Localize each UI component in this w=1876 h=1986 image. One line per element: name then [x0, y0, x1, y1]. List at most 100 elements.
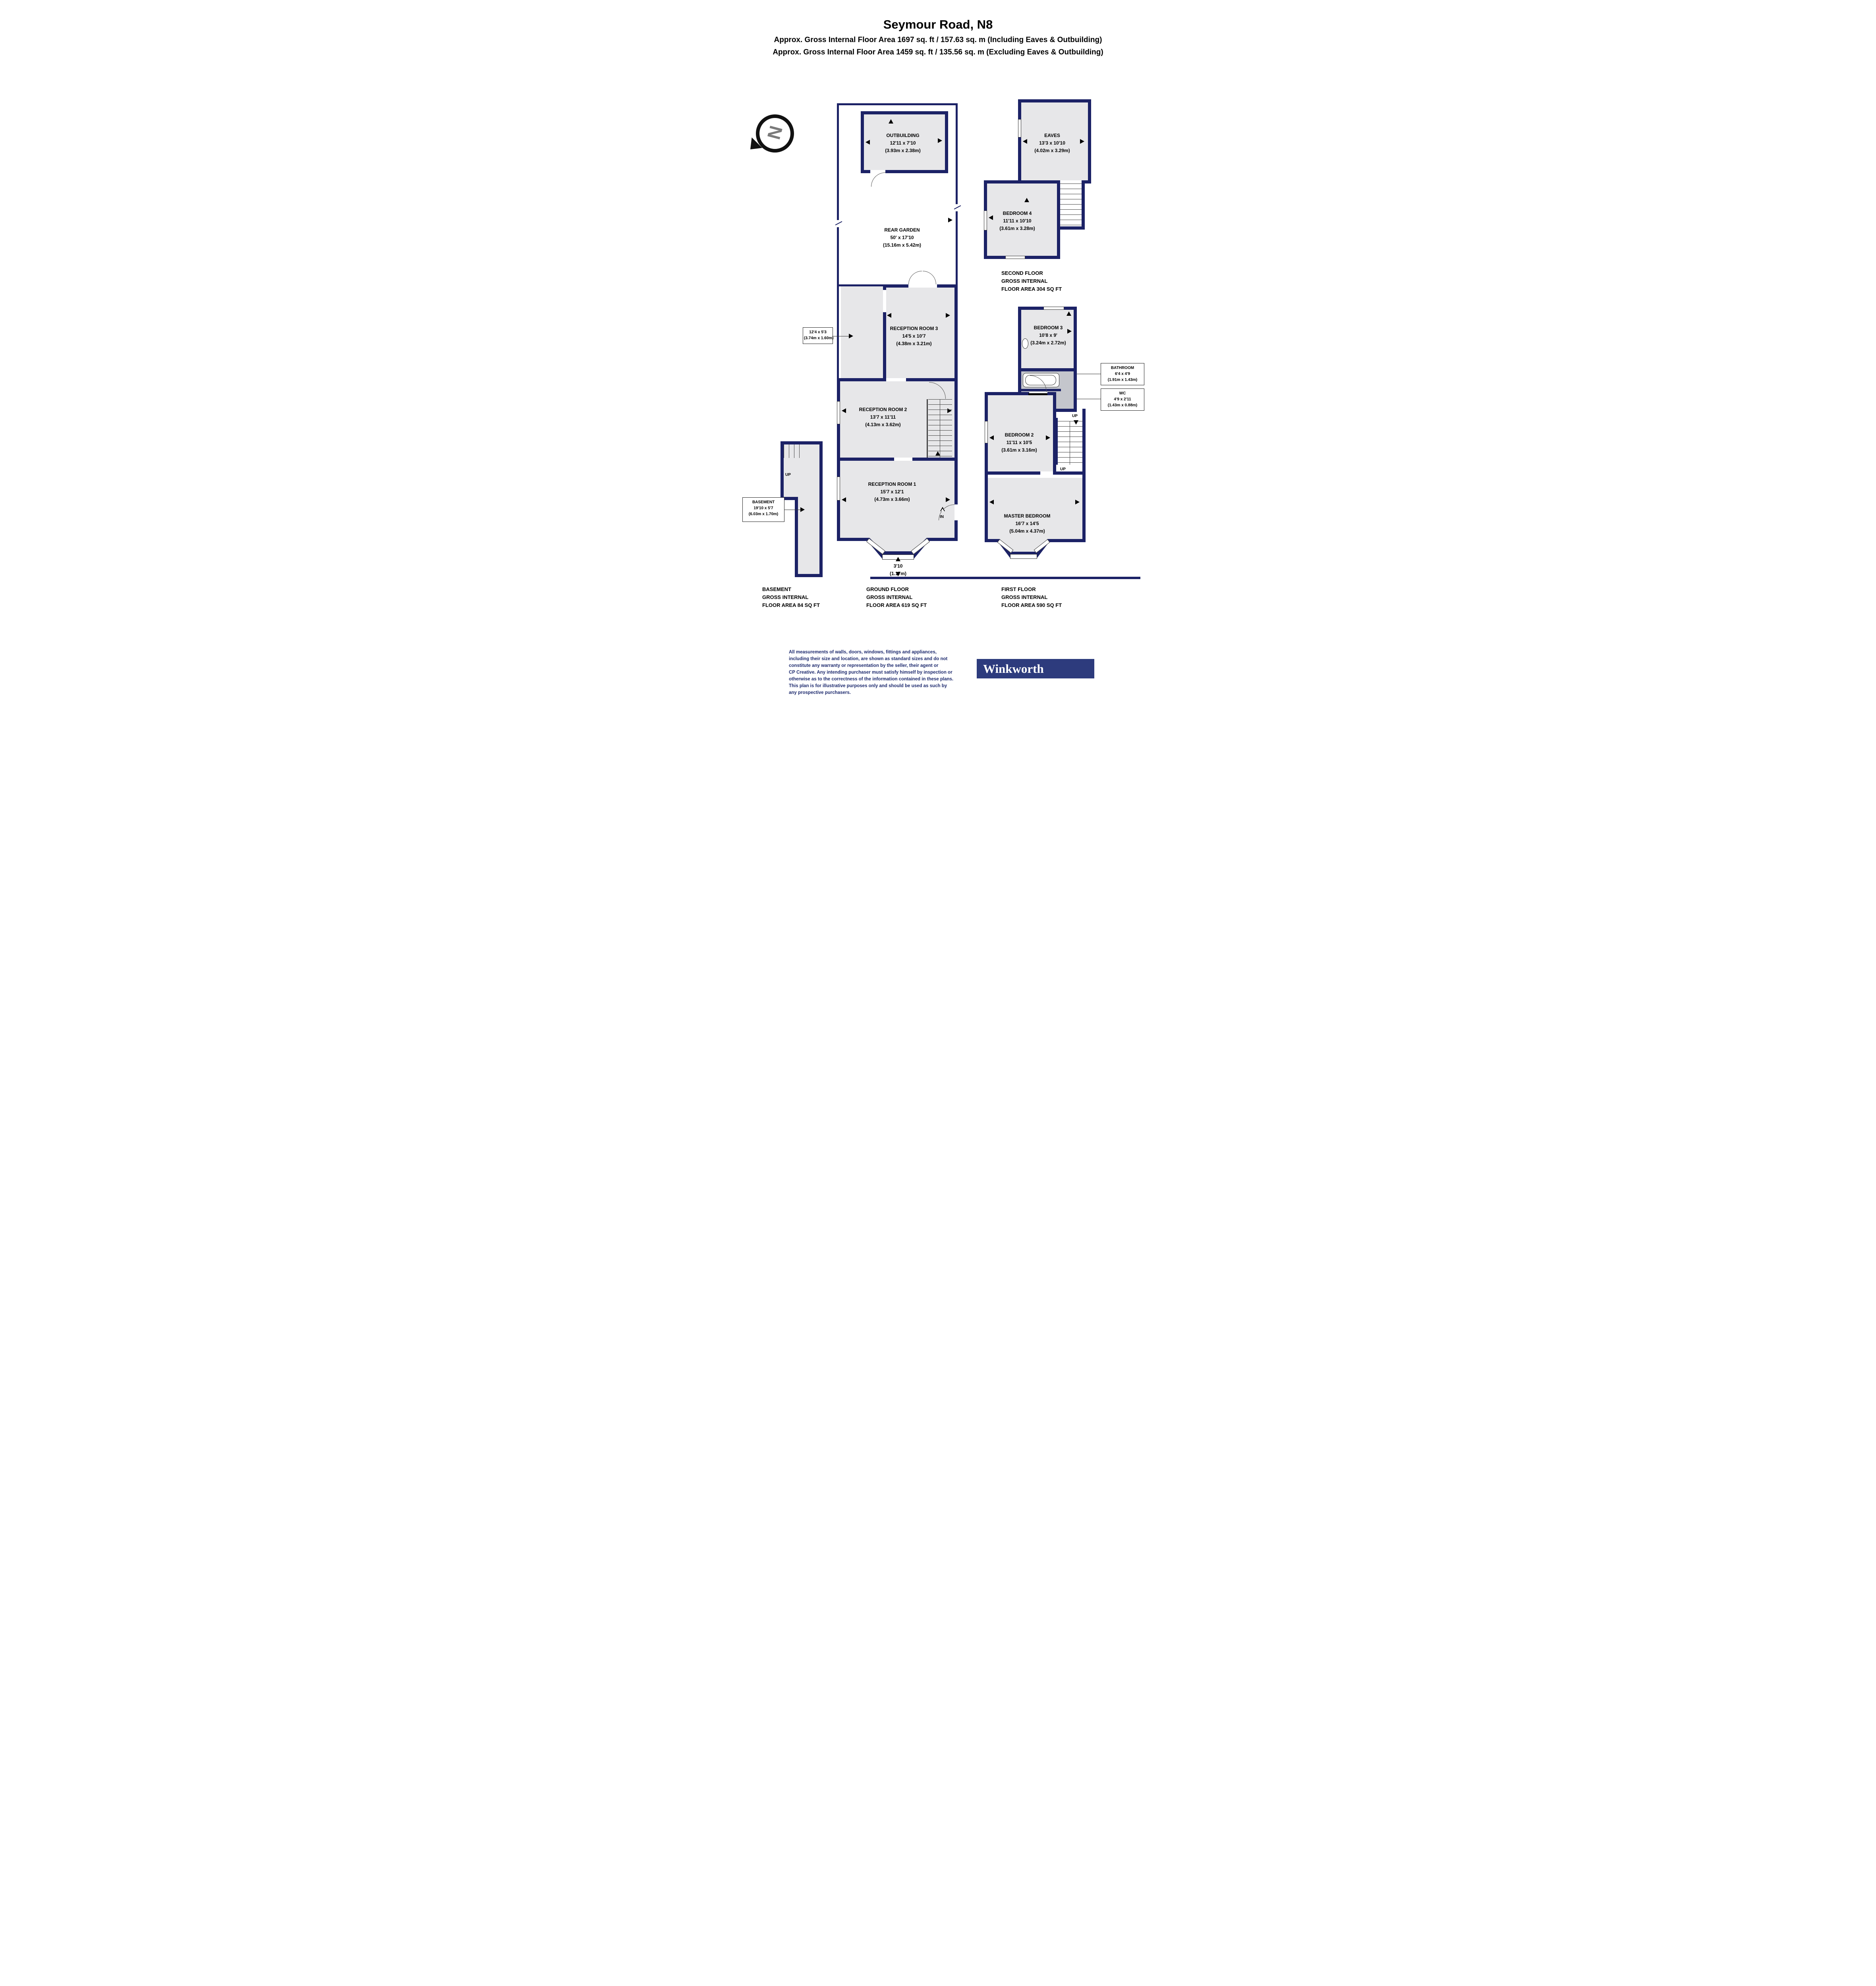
room-name: WC	[1119, 391, 1126, 396]
room-size-metric: (6.03m x 1.70m)	[748, 512, 779, 516]
wall-segment	[837, 103, 839, 381]
staircase	[1058, 421, 1082, 465]
wall-segment	[954, 284, 958, 381]
measure-arrow-icon	[938, 138, 942, 143]
room-label-reception-3: RECEPTION ROOM 3 14'5 x 10'7 (4.38m x 3.…	[890, 325, 938, 348]
bay-window	[996, 539, 1051, 562]
wall-segment	[861, 111, 948, 114]
summary-line: BASEMENT	[762, 586, 791, 592]
room-label-bedroom-4: BEDROOM 4 11'11 x 10'10 (3.61m x 3.28m)	[999, 210, 1035, 232]
stairs-up-label: UP	[1060, 467, 1066, 471]
stair-wall	[927, 399, 928, 458]
room-name: BATHROOM	[1111, 366, 1134, 370]
wall-segment	[985, 539, 1001, 542]
room-size-metric: (3.24m x 2.72m)	[1030, 340, 1066, 346]
reception-room-3	[886, 288, 954, 380]
room-name: RECEPTION ROOM 2	[859, 407, 907, 412]
room-label-reception-2: RECEPTION ROOM 2 13'7 x 11'11 (4.13m x 3…	[859, 406, 907, 429]
bedroom-2-room	[988, 395, 1053, 475]
room-size-imperial: 15'7 x 12'1	[880, 489, 904, 495]
wall-segment	[985, 471, 1056, 475]
measure-arrow-icon	[1024, 198, 1029, 202]
room-size-imperial: 13'3 x 10'10	[1039, 140, 1065, 146]
wall-segment	[1018, 368, 1077, 371]
stairs-up-label: UP	[785, 473, 791, 477]
room-size-imperial: 4'9 x 2'11	[1114, 397, 1131, 402]
window	[1043, 307, 1064, 310]
room-label-bedroom-2: BEDROOM 2 11'11 x 10'5 (3.61m x 3.16m)	[1001, 431, 1037, 454]
wall-segment	[861, 111, 864, 173]
entrance-arrow-icon	[941, 508, 944, 511]
compass-icon: N	[756, 114, 794, 153]
room-label-reception-1: RECEPTION ROOM 1 15'7 x 12'1 (4.73m x 3.…	[868, 481, 916, 503]
room-size-metric: (4.02m x 3.29m)	[1034, 148, 1070, 153]
stairs-up-label: UP	[1072, 414, 1078, 418]
room-name: BEDROOM 4	[1003, 211, 1032, 216]
measure-arrow-icon	[989, 500, 994, 504]
room-size-imperial: 13'7 x 11'11	[870, 414, 896, 420]
room-name: MASTER BEDROOM	[1004, 513, 1051, 519]
room-size-imperial: 16'7 x 14'5	[1015, 521, 1039, 526]
wall-segment	[1018, 371, 1021, 411]
measure-arrow-icon	[946, 497, 950, 502]
wall-segment	[1018, 99, 1021, 184]
room-size-metric: (3.93m x 2.38m)	[885, 148, 921, 153]
door-arc	[923, 271, 936, 284]
room-size-imperial: 12'11 x 7'10	[890, 140, 916, 146]
fence-break-mark	[836, 220, 840, 227]
compass-north-letter: N	[763, 124, 787, 142]
summary-line: FLOOR AREA 590 SQ FT	[1001, 602, 1062, 608]
wall-segment	[954, 458, 958, 541]
measure-arrow-icon	[1074, 420, 1078, 425]
boundary-line	[870, 577, 1140, 579]
wall-segment	[1056, 471, 1086, 475]
room-size-imperial: 12'4 x 5'3	[809, 330, 827, 334]
measure-arrow-icon	[1023, 139, 1027, 144]
disclaimer-text: All measurements of walls, doors, window…	[789, 649, 953, 696]
summary-line: FLOOR AREA 84 SQ FT	[762, 602, 820, 608]
room-label-rear-garden: REAR GARDEN 50' x 17'10 (15.16m x 5.42m)	[883, 226, 921, 249]
wall-segment	[837, 103, 958, 105]
summary-line: FIRST FLOOR	[1001, 586, 1036, 592]
wall-segment	[795, 497, 798, 577]
staircase	[1060, 184, 1082, 226]
wall-segment	[819, 441, 823, 577]
measure-arrow-icon	[889, 119, 893, 124]
room-name: EAVES	[1044, 133, 1060, 138]
summary-line: GROUND FLOOR	[866, 586, 909, 592]
measure-arrow-icon	[842, 408, 846, 413]
wall-segment	[1018, 99, 1091, 102]
measure-arrow-icon	[866, 140, 870, 145]
wall-segment	[837, 538, 868, 541]
disclaimer-line: constitute any warranty or representatio…	[789, 663, 939, 668]
wall-segment	[1082, 184, 1085, 230]
summary-line: FLOOR AREA 304 SQ FT	[1001, 286, 1062, 292]
room-size-metric: (3.74m x 1.60m)	[804, 336, 834, 340]
eaves-room	[1021, 102, 1088, 180]
wall-segment	[925, 538, 958, 541]
disclaimer-line: any prospective purchasers.	[789, 690, 851, 695]
staircase	[928, 399, 952, 458]
wall-segment	[781, 441, 784, 500]
page-title: Seymour Road, N8	[883, 17, 993, 31]
wall-segment	[781, 441, 823, 444]
room-name: OUTBUILDING	[886, 133, 920, 138]
disclaimer-line: CP Creative. Any intending purchaser mus…	[789, 670, 952, 675]
master-bedroom-room	[988, 478, 1082, 539]
staircase	[784, 444, 804, 458]
window	[1018, 119, 1021, 137]
wall-segment	[984, 180, 1021, 184]
callout-bathroom: BATHROOM 6'4 x 4'9 (1.91m x 1.43m)	[1101, 363, 1144, 385]
wall-segment	[1074, 371, 1077, 411]
room-size-metric: (1.91m x 1.43m)	[1107, 378, 1138, 382]
measure-arrow-icon	[1080, 139, 1084, 144]
basin-icon	[1022, 338, 1028, 349]
room-size-imperial: 3'10	[893, 563, 903, 569]
window	[837, 401, 840, 424]
room-name: BEDROOM 2	[1005, 432, 1034, 438]
room-size-metric: (1.43m x 0.88m)	[1107, 403, 1138, 408]
wall-segment	[1018, 307, 1021, 371]
door-opening	[1060, 180, 1082, 184]
door-arc	[908, 271, 922, 284]
measure-arrow-icon	[896, 557, 900, 561]
